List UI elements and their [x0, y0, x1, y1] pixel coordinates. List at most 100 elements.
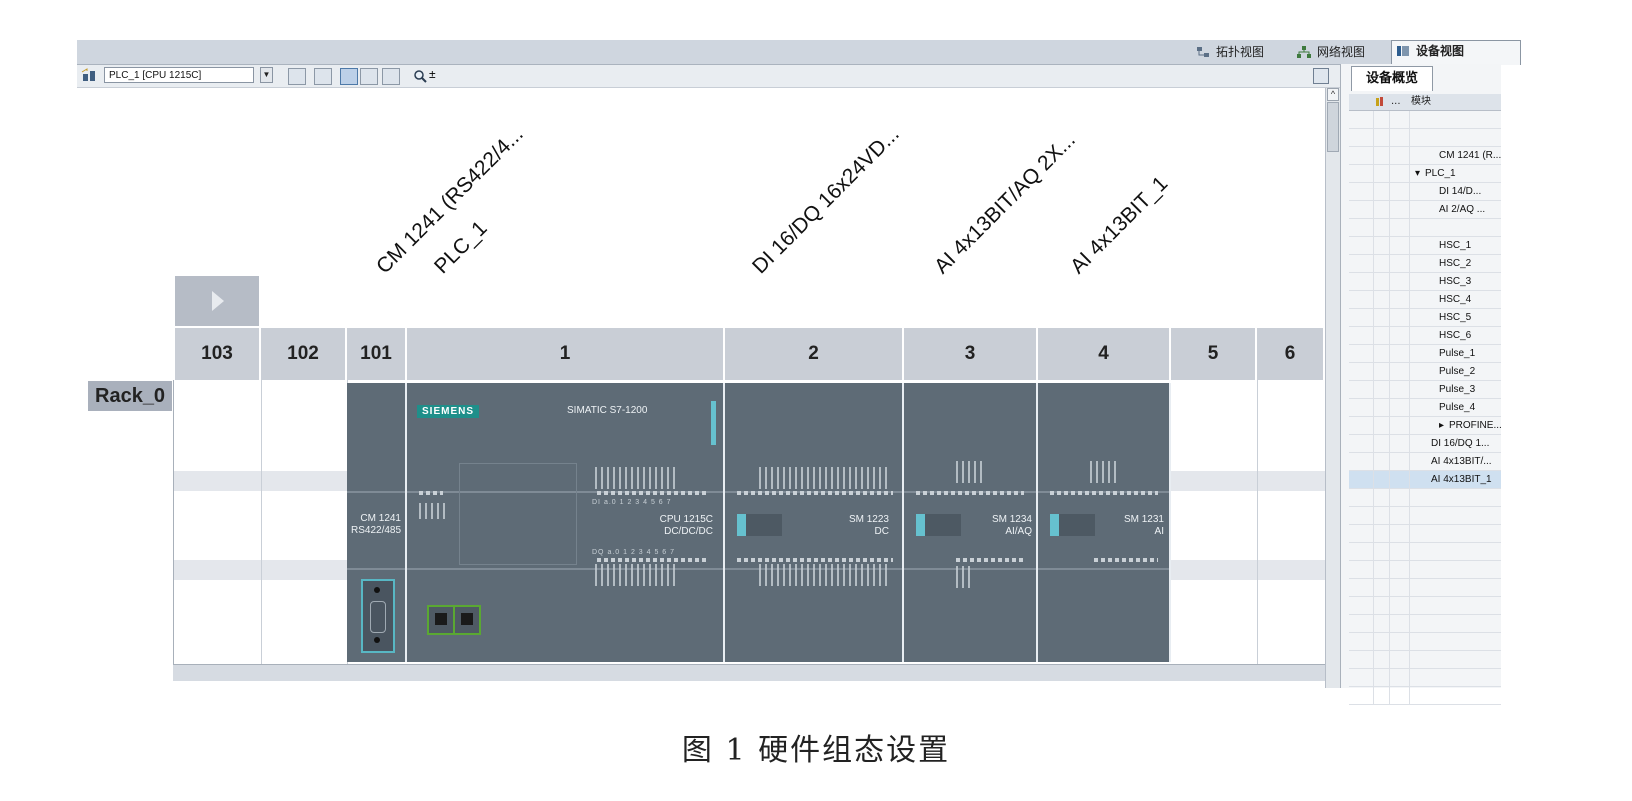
device-select[interactable]: PLC_1 [CPU 1215C]	[104, 67, 254, 83]
slot-header-101: 101	[347, 328, 407, 380]
network-config-icon[interactable]	[314, 68, 332, 85]
overview-row[interactable]	[1349, 219, 1501, 237]
overview-row-label: AI 4x13BIT/...	[1431, 456, 1492, 467]
overview-row-label: AI 4x13BIT_1	[1431, 474, 1492, 485]
overview-row[interactable]	[1349, 543, 1501, 561]
tab-device-overview[interactable]: 设备概览	[1351, 66, 1433, 91]
slot-header-6: 6	[1257, 328, 1325, 380]
overview-row-label: PLC_1	[1425, 168, 1456, 179]
module-cpu1215c[interactable]: SIEMENS SIMATIC S7-1200 DI a.0 1 2 3 4 5…	[407, 383, 725, 662]
ethernet-port-x1p2	[453, 605, 481, 635]
overview-row[interactable]: DI 16/DQ 1...	[1349, 435, 1501, 453]
overview-row[interactable]: ▾ PLC_1	[1349, 165, 1501, 183]
overview-row[interactable]: AI 2/AQ ...	[1349, 201, 1501, 219]
pointer-icon[interactable]	[340, 68, 358, 85]
chevron-down-icon[interactable]: ▼	[260, 67, 273, 83]
module-subname: DC	[874, 526, 889, 537]
module-label-ai4aq2: AI 4x13BIT/AQ 2X...	[930, 128, 1080, 279]
overview-row[interactable]	[1349, 669, 1501, 687]
overview-row[interactable]: CM 1241 (R...	[1349, 147, 1501, 165]
overview-row[interactable]	[1349, 597, 1501, 615]
overview-row-label: Pulse_2	[1439, 366, 1476, 377]
slot-header-102: 102	[261, 328, 347, 380]
module-name: CPU 1215C	[659, 514, 713, 525]
overview-row[interactable]	[1349, 507, 1501, 525]
chevron-down-icon[interactable]: ▾	[1415, 168, 1421, 179]
overview-row[interactable]	[1349, 615, 1501, 633]
module-name: SM 1231	[1123, 514, 1164, 525]
device-network-icon[interactable]	[81, 68, 97, 83]
module-sm1234[interactable]: SM 1234 AI/AQ	[904, 383, 1038, 662]
overview-row-label: Pulse_3	[1439, 384, 1476, 395]
slot-header-1: 1	[407, 328, 725, 380]
tab-device-view[interactable]: 设备视图	[1391, 40, 1521, 65]
overview-row[interactable]	[1349, 579, 1501, 597]
overview-row[interactable]	[1349, 129, 1501, 147]
overview-row-label: DI 14/D...	[1439, 186, 1482, 197]
topology-icon	[1197, 47, 1209, 57]
overview-table-header: ... 模块	[1349, 94, 1501, 111]
overview-toggle-icon[interactable]	[1313, 68, 1329, 84]
canvas-scrollbar[interactable]: ^	[1325, 88, 1340, 688]
overview-row[interactable]	[1349, 111, 1501, 129]
zoom-icon[interactable]	[413, 69, 427, 83]
slot-header-3: 3	[904, 328, 1038, 380]
module-cm1241[interactable]: CM 1241 RS422/485	[347, 383, 407, 662]
table-icon[interactable]	[288, 68, 306, 85]
ethernet-port-x1p1	[427, 605, 455, 635]
overview-row[interactable]: HSC_5	[1349, 309, 1501, 327]
zoom-label[interactable]: ±	[429, 67, 436, 81]
overview-row[interactable]: Pulse_1	[1349, 345, 1501, 363]
overview-row[interactable]: Pulse_3	[1349, 381, 1501, 399]
tab-label: 设备视图	[1416, 44, 1465, 58]
overview-row-label: Pulse_1	[1439, 348, 1476, 359]
panel-icon[interactable]	[382, 68, 400, 85]
overview-row[interactable]: Pulse_2	[1349, 363, 1501, 381]
module-sm1231[interactable]: SM 1231 AI	[1038, 383, 1171, 662]
scroll-up-icon[interactable]: ^	[1327, 88, 1339, 101]
rack-name: Rack_0	[88, 381, 172, 411]
serial-port	[361, 579, 395, 653]
overview-row[interactable]	[1349, 687, 1501, 705]
rack-footer	[173, 665, 1325, 681]
module-name: SM 1234	[991, 514, 1032, 525]
module-label-ai4-1: AI 4x13BIT_1	[1066, 172, 1173, 279]
view-tab-bar: 拓扑视图 网络视图 设备视图	[77, 40, 1521, 65]
column-module[interactable]: 模块	[1411, 96, 1431, 107]
overview-row[interactable]	[1349, 489, 1501, 507]
overview-row[interactable]: ▸PROFINE...	[1349, 417, 1501, 435]
memory-card-area	[459, 463, 577, 565]
module-name: CM 1241	[360, 513, 401, 524]
slot-header-5: 5	[1171, 328, 1257, 380]
grid-icon[interactable]	[360, 68, 378, 85]
overview-row[interactable]	[1349, 633, 1501, 651]
tab-topology-view[interactable]: 拓扑视图	[1192, 42, 1264, 62]
overview-row[interactable]: AI 4x13BIT_1	[1349, 471, 1501, 489]
overview-row[interactable]: HSC_4	[1349, 291, 1501, 309]
overview-row[interactable]: HSC_3	[1349, 273, 1501, 291]
filter-icon[interactable]	[1375, 96, 1387, 108]
slot-header-2: 2	[725, 328, 904, 380]
overview-row[interactable]: HSC_6	[1349, 327, 1501, 345]
overview-row[interactable]: AI 4x13BIT/...	[1349, 453, 1501, 471]
overview-row[interactable]	[1349, 561, 1501, 579]
overview-row-label: AI 2/AQ ...	[1439, 204, 1486, 215]
chevron-right-icon[interactable]: ▸	[1439, 420, 1445, 431]
column-dots: ...	[1391, 96, 1401, 107]
tab-network-view[interactable]: 网络视图	[1293, 42, 1365, 62]
overview-row-label: HSC_5	[1439, 312, 1472, 323]
overview-row-label: HSC_4	[1439, 294, 1472, 305]
overview-row-label: HSC_2	[1439, 258, 1472, 269]
scroll-thumb[interactable]	[1327, 102, 1339, 152]
expand-rack-button[interactable]	[175, 276, 259, 326]
device-overview-panel: 设备概览 ... 模块 CM 1241 (R... ▾ PLC_1 DI 14/D..…	[1340, 64, 1501, 705]
overview-row[interactable]: DI 14/D...	[1349, 183, 1501, 201]
overview-row[interactable]: HSC_2	[1349, 255, 1501, 273]
module-sm1223[interactable]: SM 1223 DC	[725, 383, 904, 662]
overview-row[interactable]	[1349, 651, 1501, 669]
overview-row-label: DI 16/DQ 1...	[1431, 438, 1490, 449]
overview-row[interactable]: Pulse_4	[1349, 399, 1501, 417]
overview-row[interactable]	[1349, 525, 1501, 543]
module-label-di16dq16: DI 16/DQ 16x24VD...	[748, 122, 904, 279]
overview-row[interactable]: HSC_1	[1349, 237, 1501, 255]
